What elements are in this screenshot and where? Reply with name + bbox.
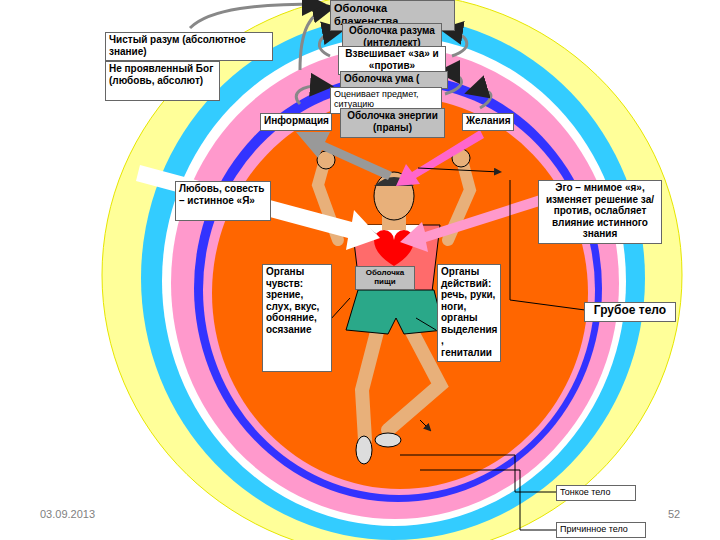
- food-sheath: [212, 97, 588, 489]
- organ-box: Органы действий: речь, руки, ноги, орган…: [437, 264, 501, 362]
- note-box: Чистый разум (абсолютное знание): [105, 32, 273, 61]
- love-arrow: [136, 165, 380, 250]
- sheath-box: Оболочка пищи: [355, 266, 415, 290]
- body-box: Тонкое тело: [556, 485, 636, 501]
- sheath-box: Оболочка ума (: [340, 71, 448, 89]
- node-text: Органы действий: речь, руки, ноги, орган…: [441, 266, 497, 358]
- white-band: [162, 36, 626, 526]
- node-text: Грубое тело: [588, 304, 672, 318]
- organ-box: Органы чувств: зрение, слух, вкус, обоня…: [262, 264, 332, 372]
- note-box: Не проявленный Бог (любовь, абсолют): [105, 61, 220, 101]
- node-text: Оболочка пищи: [359, 268, 411, 286]
- note-box: Любовь, совесть – истинное «Я»: [175, 181, 271, 221]
- body-box: Причинное тело: [556, 522, 646, 538]
- ego-arrow: [400, 195, 543, 252]
- node-text: Желания: [466, 115, 510, 127]
- page-number: 52: [668, 508, 680, 520]
- node-text: Не проявленный Бог (любовь, абсолют): [109, 63, 216, 86]
- desire-arrow: [396, 130, 484, 186]
- node-text: Чистый разум (абсолютное знание): [109, 34, 269, 57]
- sheath-box: Оболочка энергии (праны): [340, 108, 445, 138]
- mind-sheath: [171, 47, 619, 519]
- energy-band: [194, 74, 602, 502]
- node-text: Оболочка энергии (праны): [344, 110, 441, 133]
- information-arrow: [296, 132, 392, 180]
- node-text: Взвешивает «за» и «против»: [342, 48, 442, 71]
- function-box: Желания: [462, 113, 514, 131]
- function-box: Информация: [260, 113, 332, 131]
- node-text: Любовь, совесть – истинное «Я»: [179, 183, 267, 206]
- body-box: Грубое тело: [584, 302, 676, 322]
- node-text: Оболочка разума (интеллект): [346, 25, 438, 48]
- node-text: Оценивает предмет, ситуацию: [334, 89, 438, 110]
- date-label: 03.09.2013: [40, 508, 95, 520]
- node-text: Тонкое тело: [560, 487, 632, 497]
- node-text: Органы чувств: зрение, слух, вкус, обоня…: [266, 266, 328, 335]
- pink-band: [203, 85, 595, 495]
- node-text: Информация: [264, 115, 328, 127]
- causal-sheath: [102, 0, 682, 540]
- node-text: Оболочка ума (: [344, 73, 444, 85]
- node-text: Эго – мнимое «я», изменяет решение за/пр…: [542, 182, 658, 240]
- node-text: Причинное тело: [560, 524, 642, 534]
- note-box: Эго – мнимое «я», изменяет решение за/пр…: [538, 180, 662, 244]
